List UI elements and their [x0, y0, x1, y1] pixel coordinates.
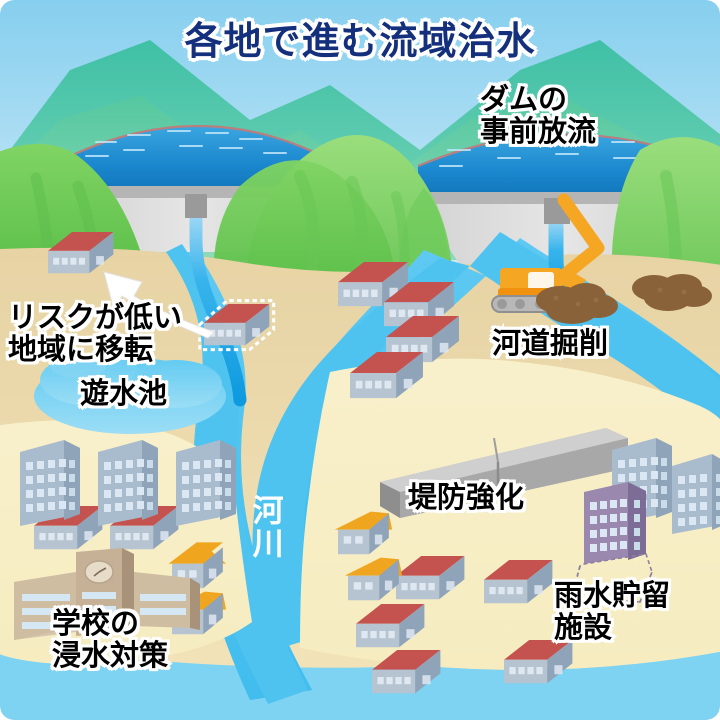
- near-hills: [0, 135, 720, 290]
- label-retarding-basin: 遊水池: [77, 375, 169, 412]
- rainwater-storage-building: [570, 482, 653, 603]
- levee-block: [380, 428, 628, 518]
- relocated-house: [48, 232, 114, 274]
- school-building: [14, 548, 200, 640]
- label-rainwater-storage: 雨水貯留 施設: [551, 578, 672, 647]
- label-dam-prerelease: ダムの 事前放流: [477, 82, 598, 151]
- houses-red: [34, 232, 573, 694]
- relocation-arrow: [103, 271, 215, 339]
- dotted-house: [198, 299, 276, 352]
- label-river: 河川: [247, 494, 283, 560]
- label-levee-reinforcement: 堤防強化: [405, 479, 526, 516]
- label-relocation: リスクが低い 地域に移転: [5, 300, 184, 369]
- apartments-left: [20, 440, 236, 526]
- dirt-piles: [536, 274, 712, 324]
- excavator: [491, 193, 605, 313]
- label-school-flood-measures: 学校の 浸水対策: [49, 606, 170, 675]
- page-title: 各地で進む流域治水: [184, 21, 536, 63]
- basin-edge: [50, 354, 106, 378]
- label-channel-excavation: 河道掘削: [489, 325, 610, 362]
